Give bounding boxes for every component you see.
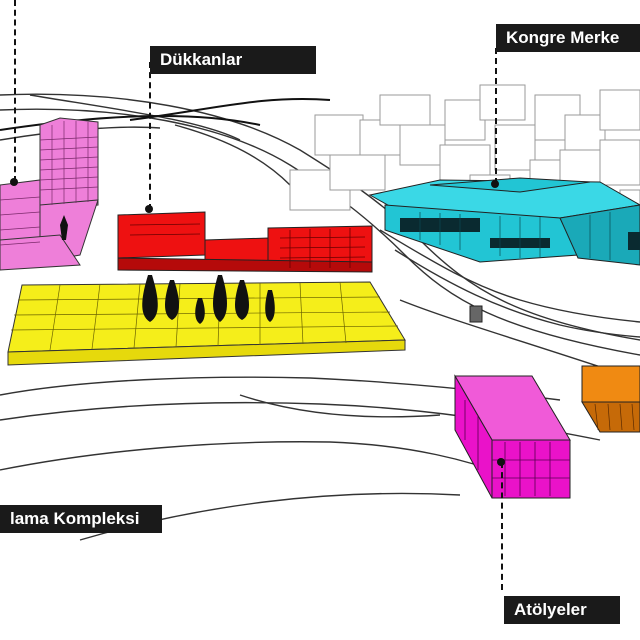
residential-block [0, 117, 99, 271]
workshop-block [454, 374, 571, 499]
congress-leader-line [495, 48, 497, 184]
kiosk-shape [469, 305, 483, 323]
road-thick [0, 98, 331, 131]
congress-marker-dot [491, 180, 499, 188]
workshops-leader-line [501, 462, 503, 590]
shops-block [117, 211, 373, 273]
complex-block [7, 275, 406, 366]
shops-marker-dot [145, 205, 153, 213]
workshops-label: Atölyeler [504, 596, 620, 624]
congress-center-label: Kongre Merke [496, 24, 640, 52]
complex-label: lama Kompleksi [0, 505, 162, 533]
residential-marker-dot [10, 178, 18, 186]
orange-block [581, 365, 640, 433]
shops-label: Dükkanlar [150, 46, 316, 74]
shops-leader-line [149, 62, 151, 210]
context-buildings [289, 84, 640, 216]
workshops-marker-dot [497, 458, 505, 466]
congress-center-block [368, 177, 640, 266]
residential-leader-line [14, 0, 16, 182]
